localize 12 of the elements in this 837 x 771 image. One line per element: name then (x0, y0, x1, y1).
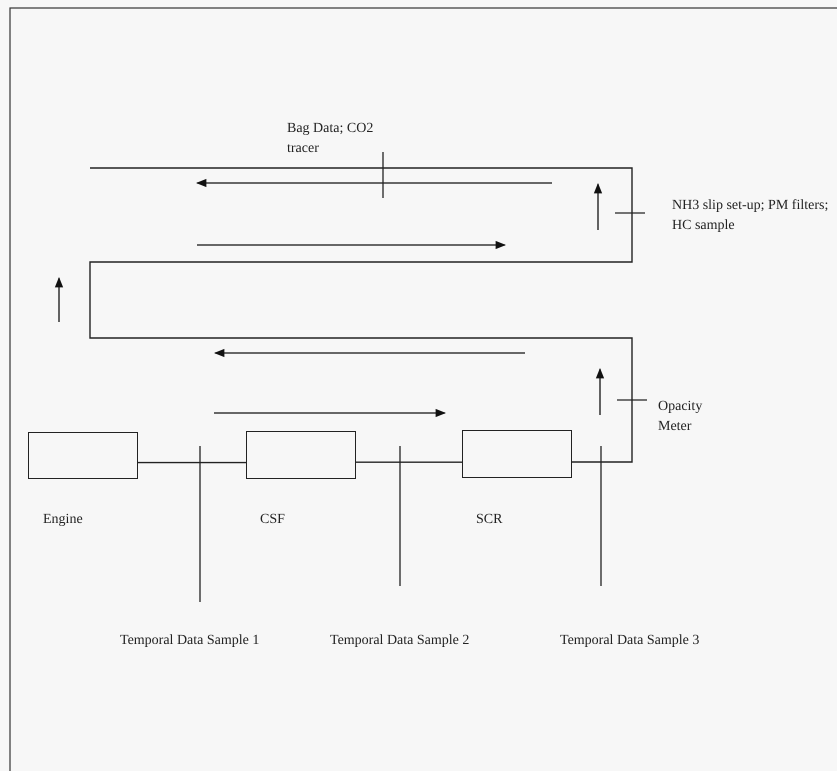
measurement-label: Opacity Meter (658, 398, 704, 436)
pipe-line (138, 462, 246, 464)
measurement-label: Bag Data; CO2 tracer (287, 120, 374, 158)
sample-point-label: Temporal Data Sample 2 (330, 632, 470, 650)
component-label: SCR (476, 511, 502, 529)
sample-point-label: Temporal Data Sample 3 (560, 632, 700, 650)
component-label: CSF (260, 511, 285, 529)
measurement-label: NH3 slip set-up; PM filters; HC sample (672, 197, 830, 235)
sample-point-label: Temporal Data Sample 1 (120, 632, 260, 650)
exhaust-pipe (89, 167, 633, 463)
component-label: Engine (43, 511, 83, 529)
pipe-line (356, 462, 462, 463)
